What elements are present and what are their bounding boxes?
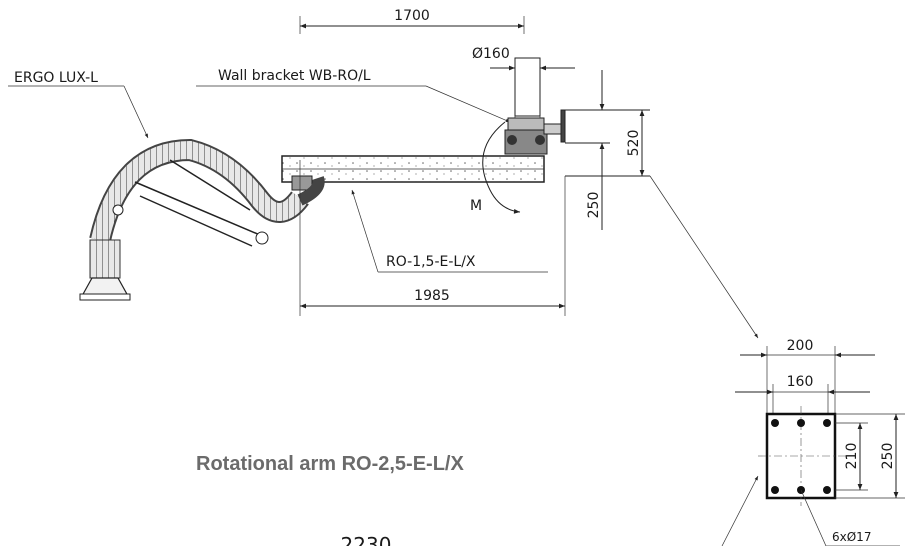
dimension-1700: 1700 [299, 8, 525, 34]
diameter-label: Ø160 [472, 46, 510, 62]
leader-ergo-lux: ERGO LUX-L [8, 70, 149, 139]
moment-label: M [470, 198, 482, 214]
dimension-1985-label: 1985 [414, 288, 450, 304]
dimension-2230-label: 2230 [341, 533, 392, 546]
plate-160-label: 160 [787, 374, 814, 390]
holes-label: 6xØ17 [832, 530, 871, 544]
dimension-1700-label: 1700 [394, 8, 430, 24]
leader-plate-bottom [721, 475, 759, 546]
dimension-250-side-label: 250 [586, 192, 602, 219]
dimension-1985: 1985 [299, 160, 566, 316]
wall-bracket [504, 57, 566, 155]
wall-plate-side: 520 250 [565, 70, 650, 230]
plate-210-label: 210 [844, 443, 860, 470]
wall-plate-front: 200 160 210 250 6xØ17 [735, 338, 905, 546]
plate-200-label: 200 [787, 338, 814, 354]
plate-250-label: 250 [880, 443, 896, 470]
dimension-520-label: 520 [626, 130, 642, 157]
leader-wall-bracket: Wall bracket WB-RO/L [196, 68, 511, 123]
drawing-title: Rotational arm RO-2,5-E-L/X [196, 453, 464, 475]
leader-arm-model: RO-1,5-E-L/X [351, 189, 548, 273]
extraction-arm [79, 138, 325, 301]
wall-bracket-label: Wall bracket WB-RO/L [218, 68, 371, 84]
arm-model-label: RO-1,5-E-L/X [386, 254, 476, 270]
leader-plate-top [649, 175, 759, 339]
moment-indicator: M [470, 121, 521, 214]
ergo-lux-label: ERGO LUX-L [14, 70, 98, 86]
horizontal-arm [281, 155, 545, 191]
